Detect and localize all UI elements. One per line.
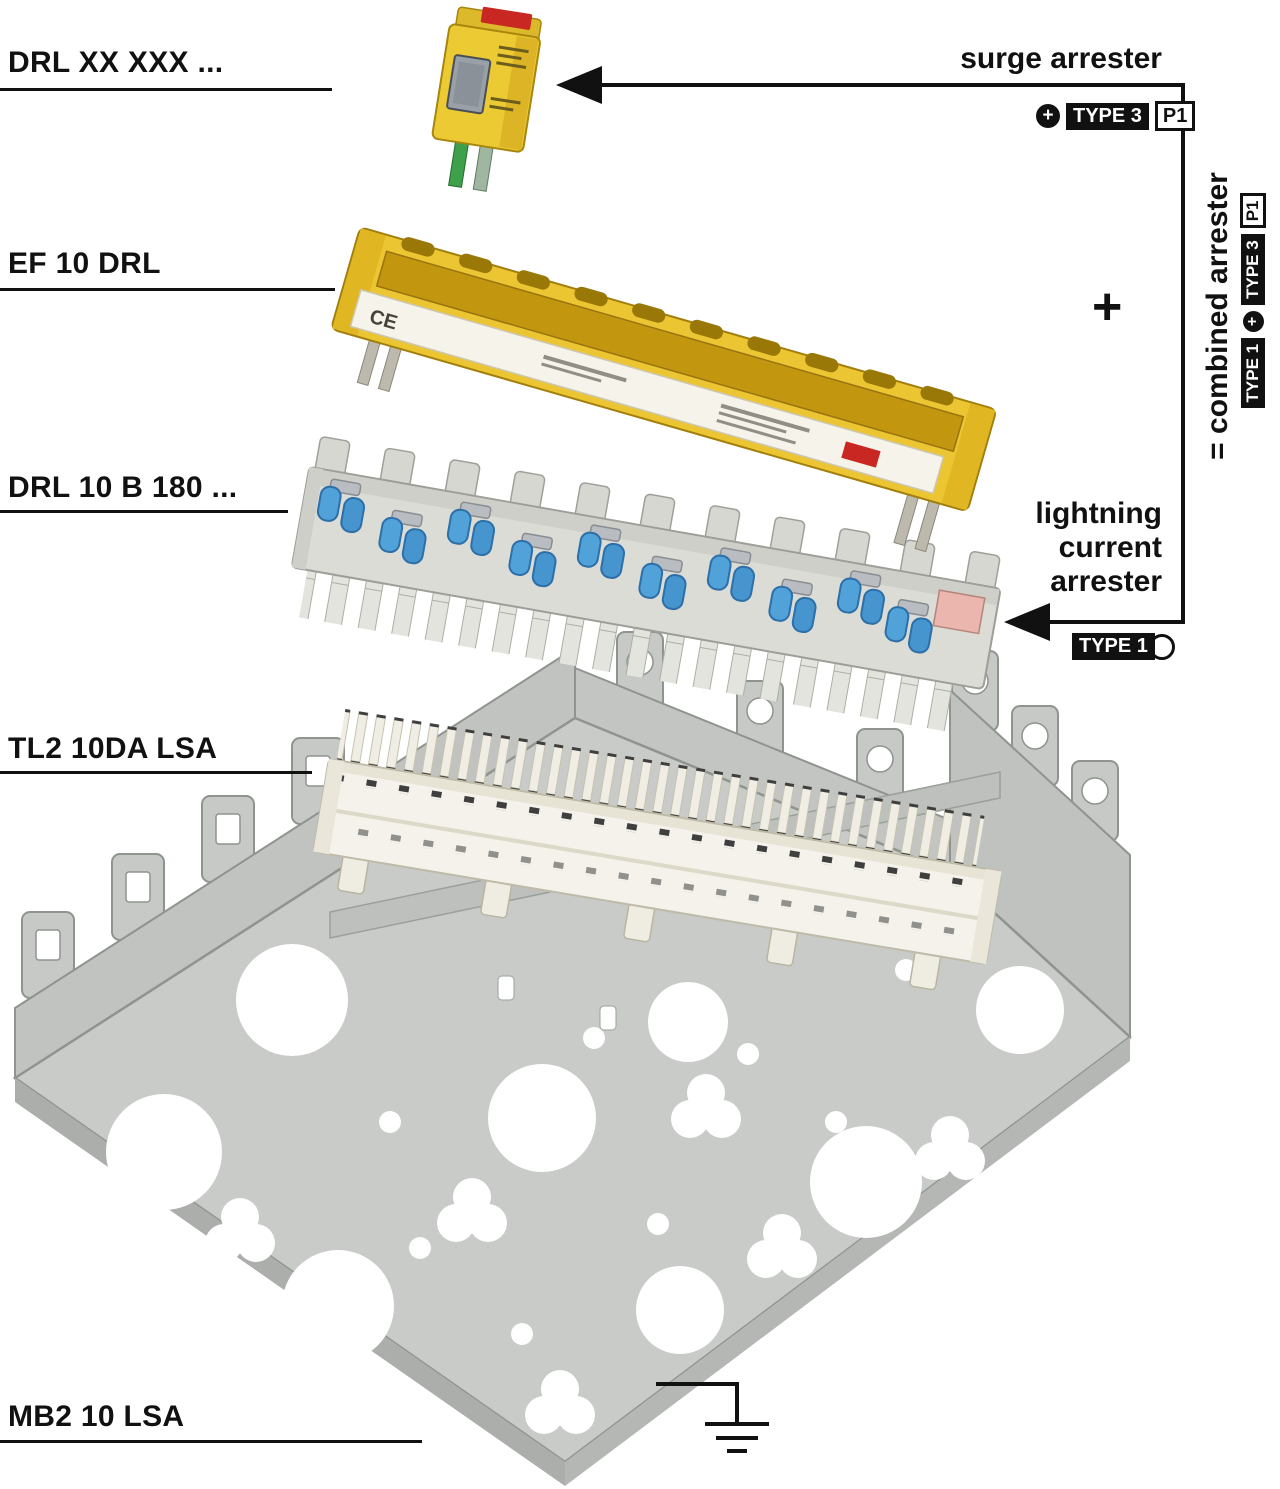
label-frame: EF 10 DRL (8, 247, 161, 280)
label-rule (0, 88, 332, 91)
lightning-arrester-caption: lightning current arrester (960, 497, 1162, 599)
type3-p1-badge: + TYPE 3 P1 (1036, 101, 1196, 131)
lightning-caption-line3: arrester (1050, 565, 1162, 598)
label-rule (0, 510, 288, 513)
lsa-block-illustration (313, 708, 1002, 991)
combined-type-badges: TYPE 1 + TYPE 3 P1 (1239, 193, 1267, 409)
drl-module-illustration (291, 435, 1002, 733)
plus-sign: + (1092, 278, 1123, 336)
p1-badge: P1 (1154, 101, 1196, 131)
label-arrester-module: DRL 10 B 180 ... (8, 471, 238, 504)
dehn-logo-mark (841, 441, 881, 468)
type3-badge: TYPE 3 (1241, 234, 1265, 305)
label-mount-frame: MB2 10 LSA (8, 1400, 185, 1433)
label-terminal-block: TL2 10DA LSA (8, 732, 218, 765)
surge-plug-illustration (431, 6, 542, 192)
lightning-arrester-arrowhead-icon (1004, 603, 1050, 641)
plus-circle-icon: + (1036, 104, 1060, 128)
label-rule (0, 1440, 422, 1443)
type1-badge: TYPE 1 (1241, 337, 1265, 409)
surge-arrester-arrowhead-icon (556, 66, 602, 104)
ground-symbol (656, 1382, 769, 1453)
combined-arrester-caption: = combined arrester (1201, 172, 1234, 460)
lightning-arrester-arrow-line (1042, 620, 1185, 624)
lightning-caption-line2: current (1058, 531, 1162, 564)
surge-arrester-caption: surge arrester (960, 42, 1162, 75)
combined-bracket-line (1181, 83, 1185, 624)
label-rule (0, 771, 312, 774)
lightning-caption-line1: lightning (1035, 497, 1162, 530)
p1-badge: P1 (1239, 193, 1267, 229)
dehn-logo-mark (480, 6, 533, 30)
type1-badge: TYPE 1 (1072, 633, 1155, 660)
surge-arrester-arrow-line (576, 83, 1185, 87)
label-rule (0, 288, 335, 291)
type1-badge-group: TYPE 1 (1072, 633, 1175, 660)
plus-circle-icon: + (1242, 310, 1264, 332)
type3-badge: TYPE 3 (1066, 102, 1149, 130)
ef-frame-illustration: CE (331, 227, 996, 553)
label-plug: DRL XX XXX ... (8, 46, 224, 79)
